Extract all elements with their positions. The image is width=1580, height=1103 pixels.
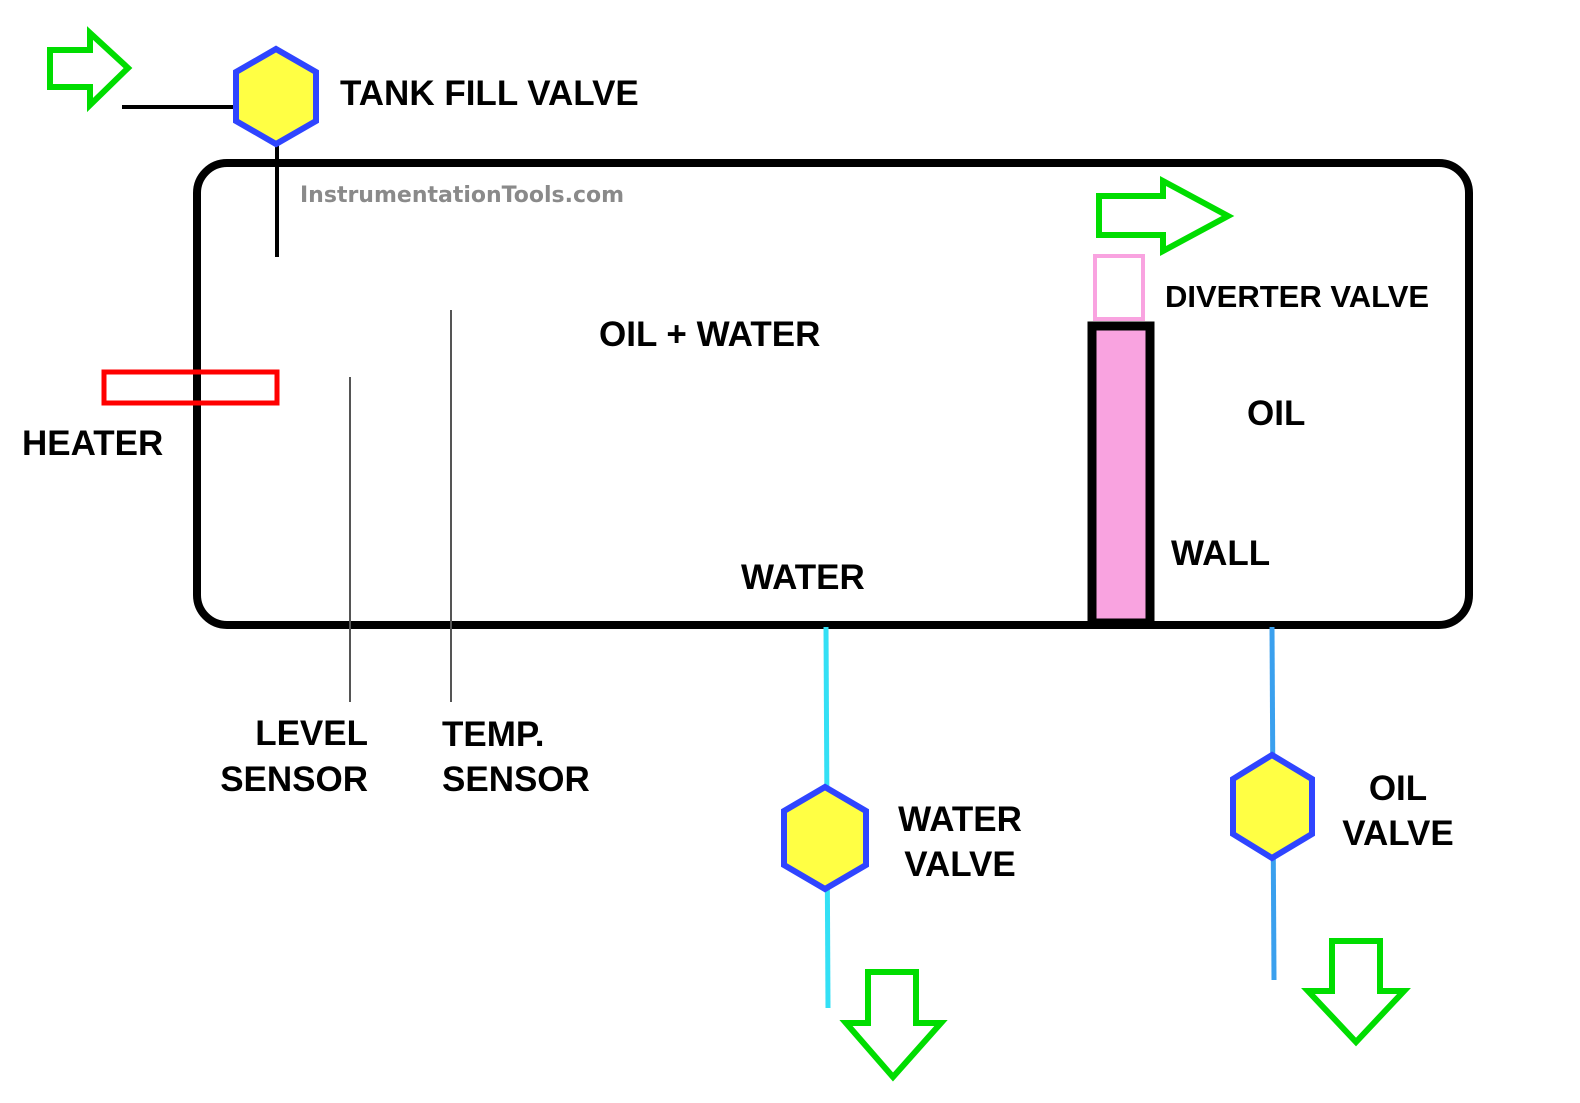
watermark: InstrumentationTools.com	[300, 183, 624, 208]
water-valve-icon[interactable]	[781, 783, 869, 893]
level-sensor-label-line2: SENSOR	[220, 760, 368, 799]
temp-sensor-label-line2: SENSOR	[442, 760, 590, 799]
temp-sensor-label-line1: TEMP.	[442, 715, 544, 754]
water-valve-label-line2: VALVE	[904, 845, 1016, 884]
oil-water-label: OIL + WATER	[599, 315, 820, 354]
wall-label: WALL	[1171, 534, 1270, 573]
diverter-valve-label: DIVERTER VALVE	[1165, 279, 1429, 314]
diverter-valve[interactable]	[1093, 254, 1145, 321]
heater	[101, 369, 280, 406]
tank-fill-valve-label: TANK FILL VALVE	[340, 74, 639, 113]
tank-body	[193, 159, 1473, 629]
oil-drain-arrow-icon	[1301, 938, 1411, 1047]
water-label: WATER	[741, 558, 865, 597]
water-drain-arrow-icon	[839, 969, 948, 1082]
oil-valve-icon[interactable]	[1230, 751, 1315, 862]
weir-wall	[1087, 321, 1155, 628]
oil-valve-label-line2: VALVE	[1342, 814, 1454, 853]
inlet-arrow-icon	[47, 26, 133, 113]
water-valve-label-line1: WATER	[898, 800, 1022, 839]
diverter-outlet-arrow-icon	[1096, 175, 1235, 257]
oil-valve-label-line1: OIL	[1369, 769, 1427, 808]
level-sensor-label-line1: LEVEL	[255, 714, 368, 753]
heater-label: HEATER	[22, 424, 163, 463]
oil-label: OIL	[1247, 394, 1305, 433]
tank-fill-valve-icon[interactable]	[233, 45, 319, 148]
